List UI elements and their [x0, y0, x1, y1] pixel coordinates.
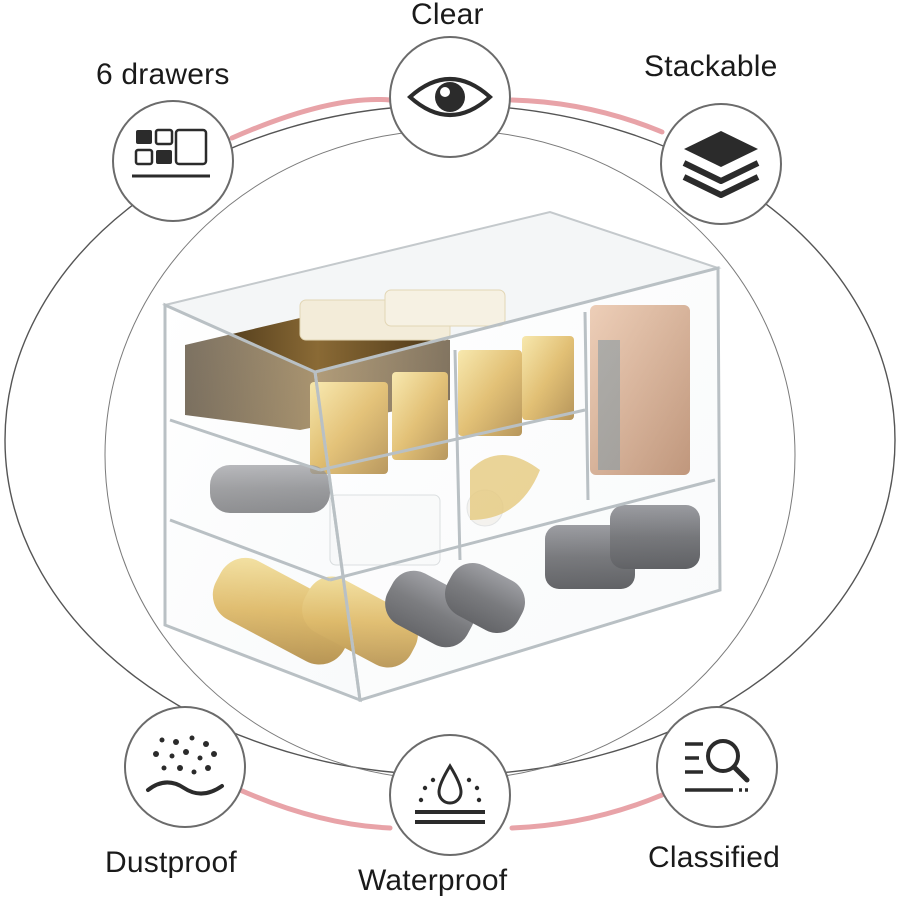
accent-arc-top-left: [229, 97, 393, 141]
dust-particles-icon: [146, 735, 224, 796]
waterproof-label: Waterproof: [358, 864, 508, 897]
stackable-badge: [660, 103, 782, 225]
stackable-label: Stackable: [644, 50, 778, 83]
dustproof-badge: [124, 706, 246, 828]
classified-label: Classified: [648, 841, 781, 874]
waterproof-badge: [389, 734, 511, 856]
drawers-icon: [132, 128, 210, 178]
drawer-divider-5: [453, 349, 462, 561]
water-drop-icon: [415, 763, 485, 824]
drawer-divider-2: [169, 518, 331, 582]
accent-arc-bottom-right: [509, 792, 665, 831]
box-front-face: [313, 266, 722, 702]
drawer-divider-1: [169, 418, 321, 472]
drawer-divider-6: [583, 311, 590, 501]
cream-cap-2: [384, 289, 506, 327]
dustproof-label: Dustproof: [105, 846, 237, 879]
drawers-badge: [112, 100, 234, 222]
clear-label: Clear: [411, 0, 484, 31]
magnifier-list-icon: [685, 739, 750, 792]
accent-arc-bottom-left: [237, 787, 393, 831]
eye-icon: [407, 77, 493, 117]
accent-arc-top-right: [509, 97, 665, 135]
drawer-divider-4: [329, 478, 716, 582]
classified-badge: [656, 706, 778, 828]
stacked-layers-icon: [682, 131, 760, 198]
clear-badge: [389, 36, 511, 158]
drawer-divider-3: [319, 408, 586, 472]
drawers-label: 6 drawers: [96, 58, 230, 91]
